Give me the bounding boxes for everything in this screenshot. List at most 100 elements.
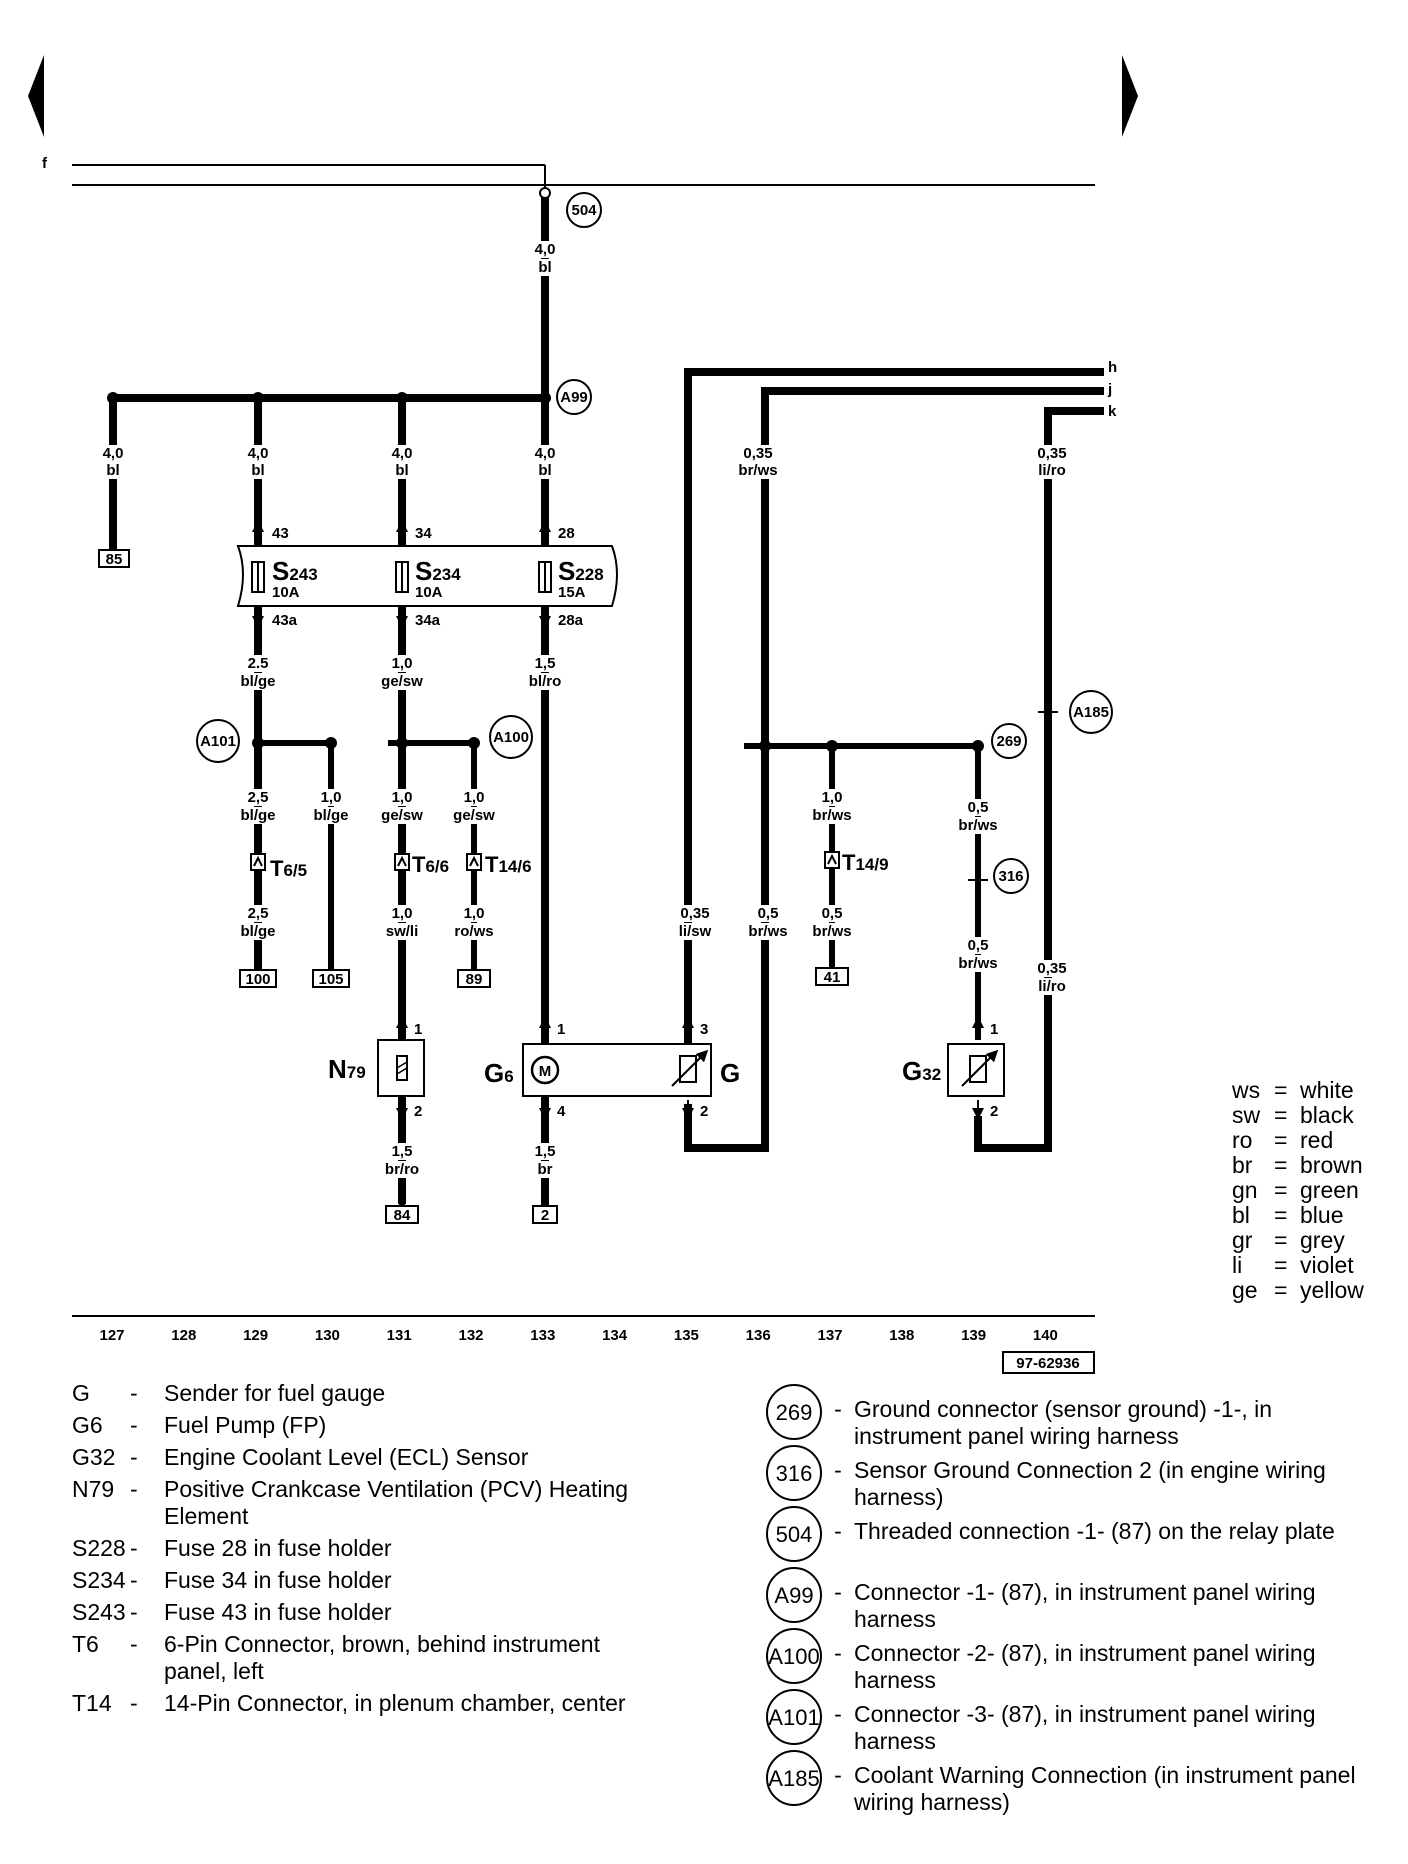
motor-symbol: M bbox=[539, 1063, 552, 1080]
label-knockout bbox=[536, 259, 554, 276]
wire-color: bl/ge bbox=[240, 923, 275, 940]
wire-size: 4,0 bbox=[392, 445, 413, 462]
fuse-pin-out: 43a bbox=[272, 612, 298, 629]
junction-open bbox=[539, 187, 551, 199]
legend-code: N79 bbox=[72, 1476, 115, 1502]
marker-504: 504 bbox=[566, 192, 602, 228]
color-key-row: br=brown bbox=[1232, 1153, 1364, 1178]
legend-row: G-Sender for fuel gauge bbox=[72, 1380, 692, 1407]
wire-color: bl bbox=[538, 259, 551, 276]
wire-size: 1,0 bbox=[392, 905, 413, 922]
fuse-name: S228 bbox=[558, 556, 604, 586]
next-page-arrow-icon[interactable] bbox=[1122, 55, 1138, 137]
wire-color: ge/sw bbox=[381, 807, 423, 824]
wire-color: br/ws bbox=[958, 817, 997, 834]
fuse-rating: 10A bbox=[272, 584, 300, 601]
label-knockout bbox=[451, 807, 498, 824]
legend-code: S243 bbox=[72, 1599, 126, 1625]
prev-page-arrow-icon[interactable] bbox=[28, 55, 44, 137]
fuse-pin-in: 43 bbox=[272, 525, 289, 542]
color-name: violet bbox=[1300, 1252, 1354, 1278]
wire-size: 4,0 bbox=[103, 445, 124, 462]
color-name: grey bbox=[1300, 1227, 1345, 1253]
wire-size: 0,5 bbox=[758, 905, 779, 922]
legend-point-row: A101-Connector -3- (87), in instrument p… bbox=[766, 1689, 1406, 1762]
track-number: 127 bbox=[99, 1327, 124, 1344]
fuse-rating: 10A bbox=[415, 584, 443, 601]
wire-color: br/ws bbox=[748, 923, 787, 940]
label-knockout bbox=[1035, 960, 1069, 977]
pin-number: 2 bbox=[414, 1103, 422, 1120]
label-knockout bbox=[755, 905, 781, 922]
wire-size: 2,5 bbox=[248, 789, 269, 806]
label-knockout bbox=[956, 817, 1000, 834]
wire-size: 1,0 bbox=[822, 789, 843, 806]
label-knockout bbox=[104, 462, 122, 479]
wire-size: 1,0 bbox=[464, 789, 485, 806]
label-knockout bbox=[245, 445, 271, 462]
label-knockout bbox=[536, 462, 554, 479]
svg-text:A101: A101 bbox=[200, 733, 236, 750]
legend-dash: - bbox=[130, 1380, 138, 1406]
wire-size: 1,5 bbox=[535, 1143, 556, 1160]
pin-number: 2 bbox=[990, 1103, 998, 1120]
bus-label-k: k bbox=[1108, 403, 1117, 420]
wire-color: bl bbox=[395, 462, 408, 479]
svg-text:504: 504 bbox=[571, 202, 597, 219]
legend-point-badge: A100 bbox=[766, 1628, 822, 1684]
legend-point-desc: Ground connector (sensor ground) -1-, in… bbox=[854, 1396, 1273, 1449]
equals-sign: = bbox=[1274, 1102, 1288, 1128]
svg-text:T6/6: T6/6 bbox=[412, 852, 449, 877]
connection-legend: 269-Ground connector (sensor ground) -1-… bbox=[766, 1384, 1406, 1823]
track-number: 136 bbox=[746, 1327, 771, 1344]
label-knockout bbox=[100, 445, 126, 462]
equals-sign: = bbox=[1274, 1077, 1288, 1103]
color-name: black bbox=[1300, 1102, 1354, 1128]
wire-size: 0,5 bbox=[968, 799, 989, 816]
legend-code: G bbox=[72, 1380, 90, 1406]
svg-text:41: 41 bbox=[824, 969, 841, 986]
label-knockout bbox=[389, 1143, 415, 1160]
legend-point-badge: A99 bbox=[766, 1567, 822, 1623]
label-knockout bbox=[741, 445, 775, 462]
label-knockout bbox=[678, 905, 712, 922]
legend-point-row: A185-Coolant Warning Connection (in inst… bbox=[766, 1750, 1406, 1823]
label-knockout bbox=[532, 241, 558, 258]
svg-text:100: 100 bbox=[245, 971, 270, 988]
track-number: 139 bbox=[961, 1327, 986, 1344]
track-number: 135 bbox=[674, 1327, 699, 1344]
label-knockout bbox=[389, 445, 415, 462]
wire-color: bl/ge bbox=[240, 673, 275, 690]
terminal-41: 41 bbox=[815, 967, 849, 986]
fuse-pin-out: 34a bbox=[415, 612, 441, 629]
wire-color: br/ro bbox=[385, 1161, 419, 1178]
svg-text:89: 89 bbox=[466, 971, 483, 988]
color-abbr: br bbox=[1232, 1152, 1253, 1178]
equals-sign: = bbox=[1274, 1277, 1288, 1303]
label-knockout bbox=[318, 789, 344, 806]
track-number: 132 bbox=[458, 1327, 483, 1344]
component-label: G bbox=[720, 1058, 740, 1088]
legend-point-row: 504-Threaded connection -1- (87) on the … bbox=[766, 1506, 1406, 1579]
legend-code: S228 bbox=[72, 1535, 126, 1561]
track-number: 140 bbox=[1033, 1327, 1058, 1344]
wire-size: 2,5 bbox=[248, 905, 269, 922]
label-knockout bbox=[245, 905, 271, 922]
legend-row: N79-Positive Crankcase Ventilation (PCV)… bbox=[72, 1476, 692, 1530]
legend-point-desc: Coolant Warning Connection (in instrumen… bbox=[854, 1762, 1356, 1815]
junction-dots bbox=[107, 392, 984, 752]
terminal-2: 2 bbox=[532, 1205, 558, 1224]
legend-code: T6 bbox=[72, 1631, 99, 1657]
label-knockout bbox=[526, 673, 564, 690]
pin-number: 1 bbox=[990, 1021, 998, 1038]
legend-dash: - bbox=[130, 1599, 138, 1625]
bus-label-h: h bbox=[1108, 359, 1117, 376]
fuse-name: S234 bbox=[415, 556, 461, 586]
wire-color: br/ws bbox=[958, 955, 997, 972]
color-abbr: gn bbox=[1232, 1177, 1258, 1203]
component-label: G6 bbox=[484, 1058, 514, 1088]
wire-size: 4,0 bbox=[535, 445, 556, 462]
wire-size: 0,35 bbox=[743, 445, 772, 462]
connector-t6-5: T6/5 bbox=[250, 853, 307, 881]
legend-point-row: A100-Connector -2- (87), in instrument p… bbox=[766, 1628, 1406, 1701]
